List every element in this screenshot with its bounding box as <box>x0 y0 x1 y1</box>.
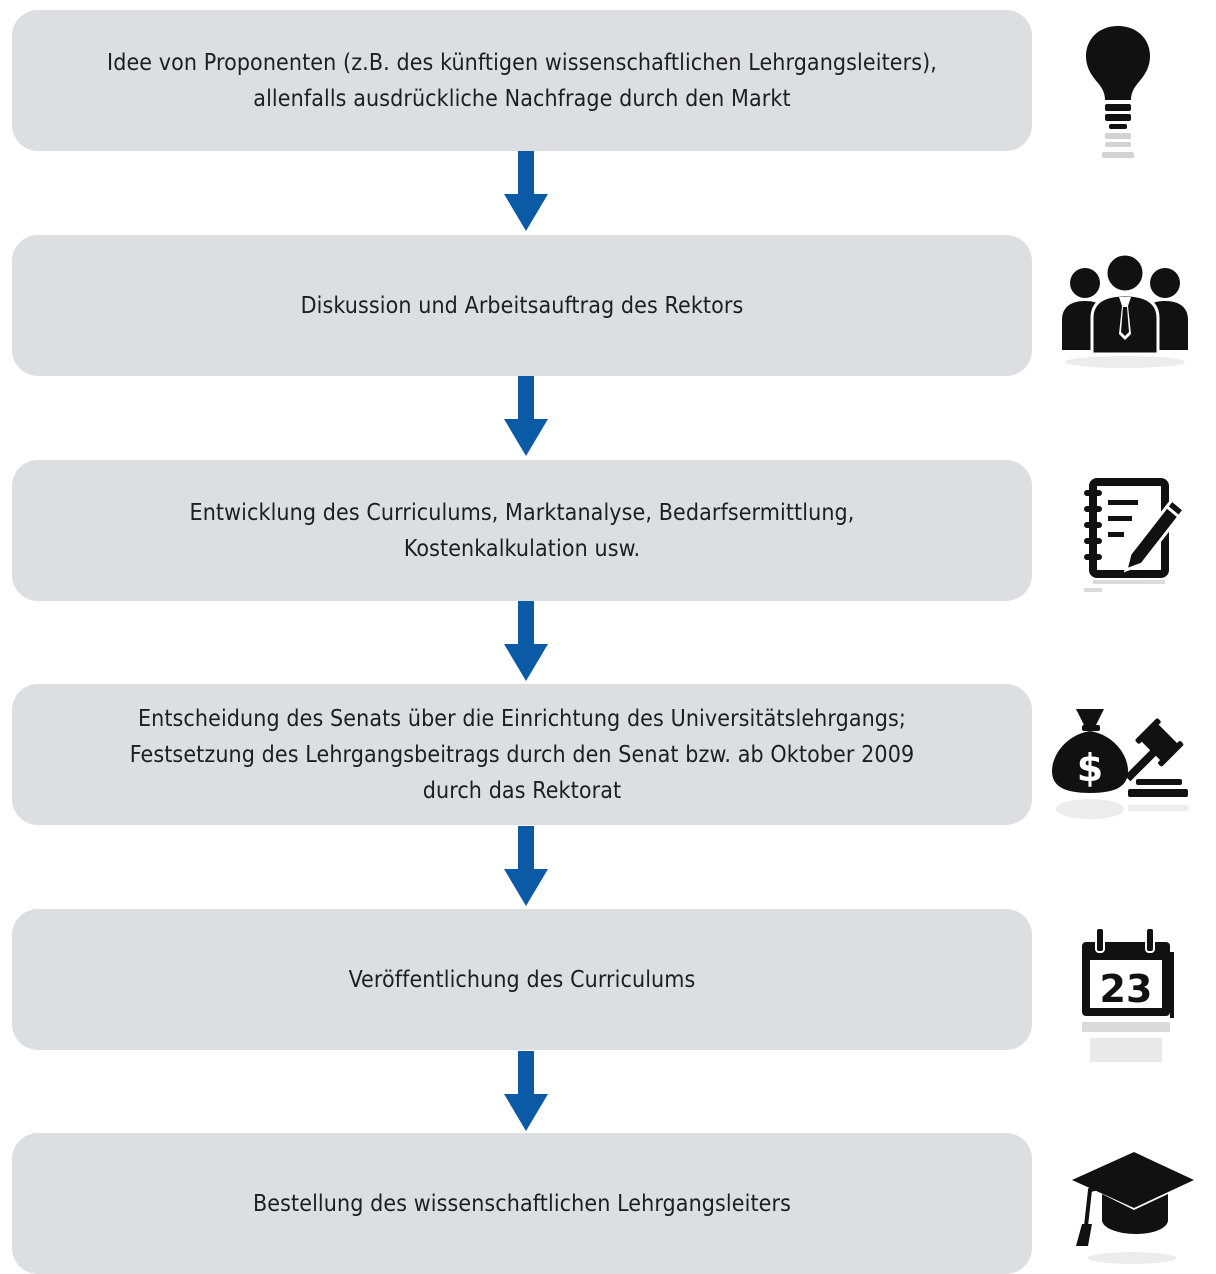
calendar-day: 23 <box>1100 967 1153 1011</box>
flow-step-1: Idee von Proponenten (z.B. des künftigen… <box>12 10 1032 151</box>
step-1-line-2: allenfalls ausdrückliche Nachfrage durch… <box>253 85 791 112</box>
money-bag-gavel-icon: $ <box>1050 705 1210 833</box>
flow-arrow-3 <box>504 601 548 681</box>
step-1-line-1: Idee von Proponenten (z.B. des künftigen… <box>107 49 937 76</box>
step-6-line-1: Bestellung des wissenschaftlichen Lehrga… <box>253 1190 791 1217</box>
flow-arrow-4 <box>504 826 548 906</box>
flow-arrow-1 <box>504 151 548 231</box>
step-4-line-1: Entscheidung des Senats über die Einrich… <box>137 705 907 732</box>
step-5-line-1: Veröffentlichung des Curriculums <box>348 966 696 993</box>
flow-step-3: Entwicklung des Curriculums, Marktanalys… <box>12 460 1032 601</box>
money-bag-symbol: $ <box>1077 746 1103 790</box>
notepad-pen-icon <box>1080 470 1188 598</box>
people-group-icon <box>1062 250 1188 372</box>
graduation-cap-icon <box>1068 1150 1198 1268</box>
flow-step-5: Veröffentlichung des Curriculums <box>12 909 1032 1050</box>
flow-arrow-5 <box>504 1051 548 1131</box>
flow-step-2: Diskussion und Arbeitsauftrag des Rektor… <box>12 235 1032 376</box>
calendar-icon: 23 <box>1078 922 1178 1082</box>
flow-arrow-2 <box>504 376 548 456</box>
lightbulb-icon <box>1082 22 1154 162</box>
flow-step-4: Entscheidung des Senats über die Einrich… <box>12 684 1032 825</box>
step-4-line-2: Festsetzung des Lehrgangsbeitrags durch … <box>129 741 915 768</box>
flow-step-6: Bestellung des wissenschaftlichen Lehrga… <box>12 1133 1032 1274</box>
step-2-line-1: Diskussion und Arbeitsauftrag des Rektor… <box>300 292 744 319</box>
step-3-line-2: Kostenkalkulation usw. <box>403 535 641 562</box>
step-3-line-1: Entwicklung des Curriculums, Marktanalys… <box>189 499 855 526</box>
step-4-line-3: durch das Rektorat <box>422 777 622 804</box>
